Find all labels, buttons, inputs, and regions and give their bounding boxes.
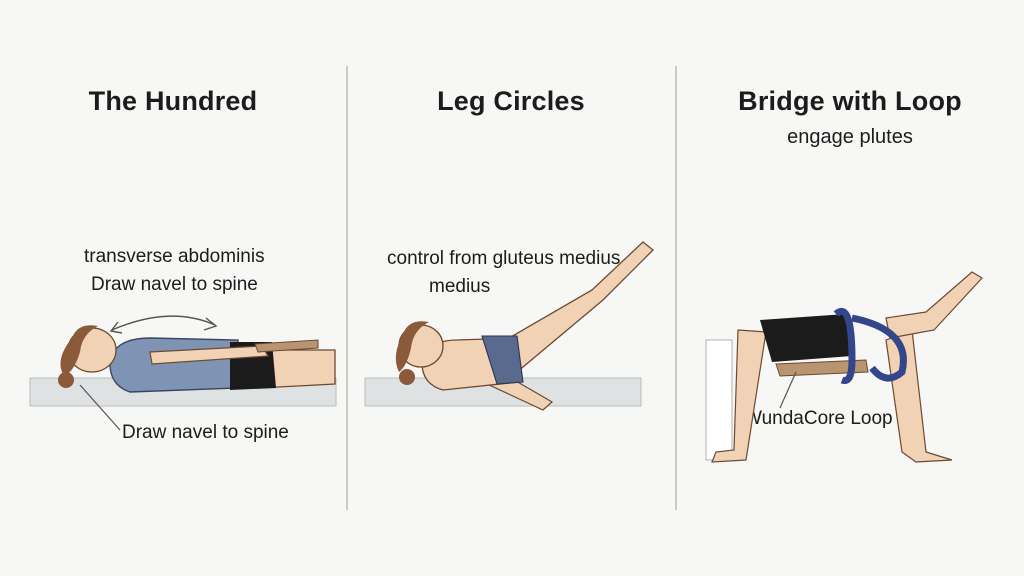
wundacore-loop — [833, 307, 856, 385]
prop-base — [775, 359, 869, 377]
prop-label: WundaCore Loop — [744, 408, 893, 429]
panel-leg-circles: Leg Circles control from gluteus medius … — [347, 0, 675, 576]
panel-title: The Hundred — [88, 86, 258, 116]
panel-divider — [675, 66, 677, 510]
hair — [395, 321, 429, 372]
muscle-label: control from gluteus medius — [387, 248, 621, 269]
raised-leg — [496, 241, 654, 373]
support-leg-right — [885, 329, 953, 463]
arm — [149, 345, 270, 365]
panel-the-hundred: The Hundred transverse abdominis Draw na… — [0, 0, 346, 576]
support-block — [705, 339, 733, 461]
panel-divider — [346, 66, 348, 510]
panel-title: Leg Circles — [437, 86, 585, 116]
torso-top — [109, 337, 239, 393]
breath-arrow — [111, 315, 216, 331]
muscle-label: transverse abdominis — [84, 246, 265, 267]
hair — [60, 325, 98, 376]
panel-subtitle: engage plutes — [787, 126, 913, 148]
cue-label-bottom: Draw navel to spine — [122, 422, 289, 443]
panel-bridge-with-loop: Bridge with Loop engage plutes WundaCore… — [676, 0, 1024, 576]
hundred-illustration — [29, 315, 337, 431]
shorts — [760, 314, 852, 362]
cue-label: Draw navel to spine — [91, 274, 258, 295]
top-strap — [481, 335, 524, 385]
bridge-illustration — [705, 271, 983, 463]
hand-prop — [254, 339, 319, 353]
leg-circles-illustration — [364, 241, 654, 411]
muscle-label-continued: medius — [429, 276, 491, 297]
raised-leg — [885, 271, 983, 339]
panel-title: Bridge with Loop — [738, 86, 962, 116]
